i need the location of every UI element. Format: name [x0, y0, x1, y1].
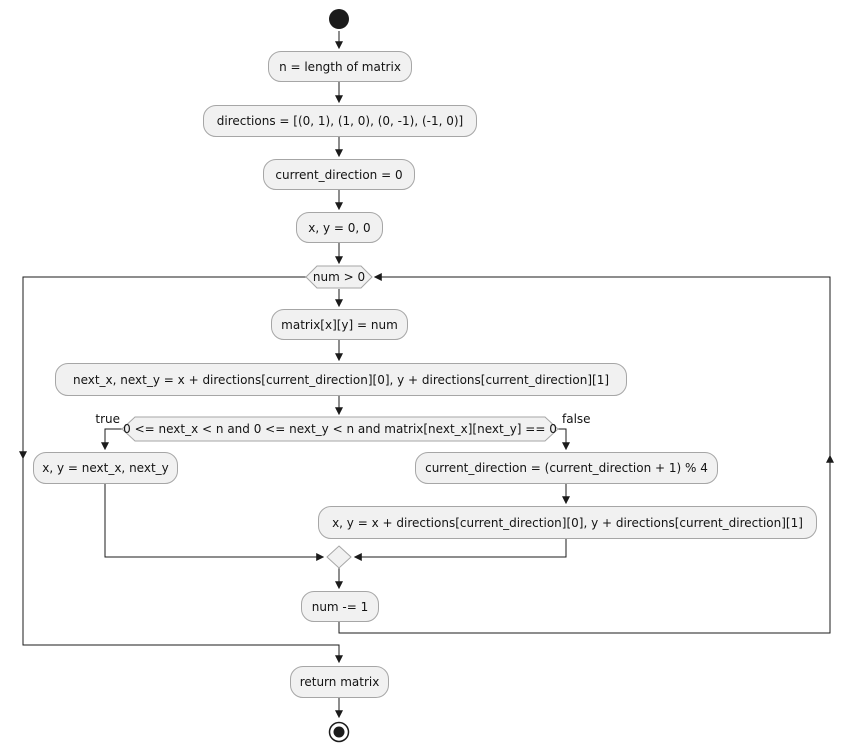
activity-move-to-next: x, y = next_x, next_y: [33, 452, 178, 484]
edge-true-branch: [101, 428, 122, 451]
activity-step-after-turn: x, y = x + directions[current_direction]…: [318, 506, 817, 539]
edge-loop-back: [338, 273, 831, 634]
activity-init-xy: x, y = 0, 0: [296, 212, 383, 243]
activity-set-n: n = length of matrix: [268, 51, 412, 82]
activity-decrement-num: num -= 1: [301, 591, 379, 622]
edge-step-to-merge: [353, 539, 567, 561]
activity-turn-direction: current_direction = (current_direction +…: [415, 452, 718, 484]
activity-set-current-direction: current_direction = 0: [263, 159, 415, 190]
activity-return-matrix: return matrix: [290, 666, 389, 698]
activity-assign-matrix: matrix[x][y] = num: [271, 309, 408, 340]
activity-set-directions: directions = [(0, 1), (1, 0), (0, -1), (…: [203, 105, 477, 137]
while-condition-hexagon: [305, 265, 373, 289]
false-branch-label: false: [562, 412, 591, 426]
bounds-condition-hexagon: [121, 416, 559, 442]
true-branch-label: true: [95, 412, 120, 426]
edge-false-branch: [558, 428, 570, 451]
edge-move-to-merge: [104, 484, 325, 561]
bounds-condition-label: 0 <= next_x < n and 0 <= next_y < n and …: [123, 422, 557, 436]
merge-diamond: [326, 545, 352, 569]
while-condition-label: num > 0: [312, 270, 366, 284]
activity-compute-next: next_x, next_y = x + directions[current_…: [55, 363, 627, 396]
edge-loop-exit: [22, 276, 343, 664]
end-node-dot: [333, 726, 345, 738]
start-node: [329, 9, 349, 29]
end-node-ring: [328, 721, 350, 743]
